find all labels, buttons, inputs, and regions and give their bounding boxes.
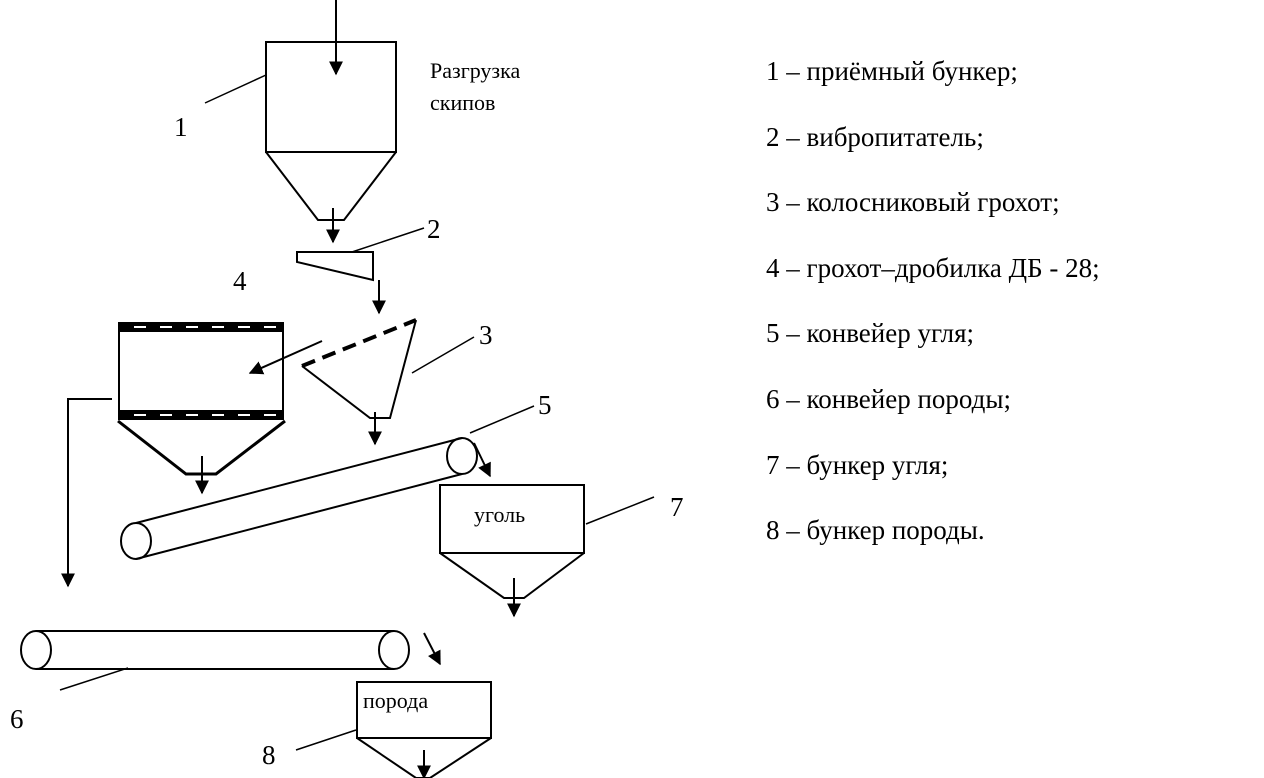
oversize-to-crusher-arrow	[248, 340, 323, 375]
legend-item: 6 – конвейер породы;	[766, 383, 1012, 414]
legend-item: 4 – грохот–дробилка ДБ - 28;	[766, 252, 1100, 283]
callout-1: 1	[174, 112, 188, 142]
legend-item: 1 – приёмный бункер;	[766, 56, 1018, 86]
legend: 1 – приёмный бункер; 2 – вибропитатель; …	[766, 56, 1100, 581]
callout-2: 2	[427, 214, 441, 244]
leader-lines	[59, 74, 655, 751]
rock-bin-label: порода	[363, 688, 428, 713]
legend-item: 7 – бункер угля;	[766, 449, 949, 480]
unload-label-line2: скипов	[430, 90, 495, 115]
rock-bin	[356, 681, 492, 778]
callout-5: 5	[538, 390, 552, 420]
callout-4: 4	[233, 266, 247, 296]
callout-6: 6	[10, 704, 24, 734]
coal-bin-label: уголь	[474, 502, 525, 527]
rock-conveyor	[20, 630, 410, 670]
bar-screen	[301, 318, 417, 419]
legend-item: 5 – конвейер угля;	[766, 318, 975, 349]
rock-discharge-arrow	[61, 398, 112, 588]
legend-item: 8 – бункер породы.	[766, 515, 985, 546]
legend-item: 2 – вибропитатель;	[766, 121, 984, 152]
callout-3: 3	[479, 320, 493, 350]
rock-discharge-to-bin-arrow	[423, 632, 441, 666]
unload-label-line1: Разгрузка	[430, 58, 520, 83]
callout-8: 8	[262, 740, 276, 770]
callout-7: 7	[670, 492, 684, 522]
screen-crusher	[117, 322, 286, 476]
vibrating-feeder	[296, 251, 374, 282]
process-flow-diagram: 1 2 3 4 5 6 7 8 Разгрузка скипов уголь п…	[10, 0, 684, 778]
legend-item: 3 – колосниковый грохот;	[766, 187, 1060, 218]
coal-discharge-arrow	[473, 442, 491, 478]
receiving-bunker	[265, 41, 397, 221]
coal-conveyor	[120, 437, 478, 560]
